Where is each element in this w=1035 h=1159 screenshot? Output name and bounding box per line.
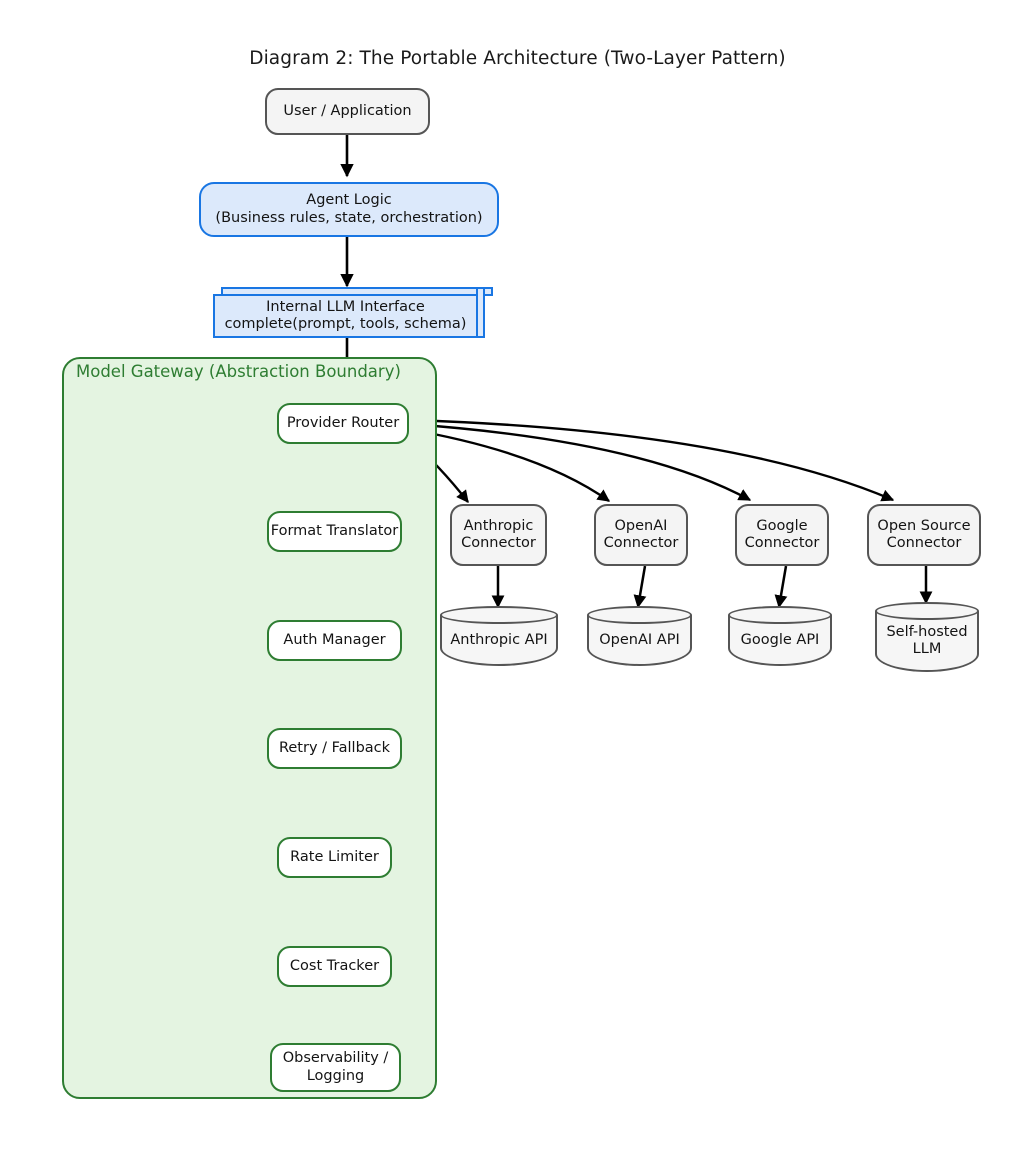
- cylinder-cap: [875, 602, 979, 620]
- node-self-hosted-llm[interactable]: Self-hosted LLM: [875, 602, 979, 672]
- cylinder-cap: [587, 606, 692, 624]
- group-model-gateway-label: Model Gateway (Abstraction Boundary): [76, 362, 401, 381]
- node-observability-logging[interactable]: Observability / Logging: [270, 1043, 401, 1092]
- cylinder-body: [875, 611, 979, 672]
- diagram-title: Diagram 2: The Portable Architecture (Tw…: [249, 48, 786, 69]
- edge-google-connector-to-api: [774, 565, 788, 609]
- node-openai-connector[interactable]: OpenAI Connector: [594, 504, 688, 566]
- node-cost-tracker[interactable]: Cost Tracker: [277, 946, 392, 987]
- edge-router-to-opensource: [407, 418, 895, 502]
- box3d-front-face: Internal LLM Interface complete(prompt, …: [213, 294, 478, 338]
- edge-openai-connector-to-api: [633, 565, 647, 609]
- node-agent-logic[interactable]: Agent Logic (Business rules, state, orch…: [199, 182, 499, 237]
- edge-router-to-google: [407, 422, 752, 502]
- node-retry-fallback[interactable]: Retry / Fallback: [267, 728, 402, 769]
- cylinder-cap: [440, 606, 558, 624]
- node-format-translator[interactable]: Format Translator: [267, 511, 402, 552]
- node-auth-manager[interactable]: Auth Manager: [267, 620, 402, 661]
- node-user-application[interactable]: User / Application: [265, 88, 430, 135]
- node-google-api[interactable]: Google API: [728, 606, 832, 666]
- node-google-connector[interactable]: Google Connector: [735, 504, 829, 566]
- node-internal-llm-interface[interactable]: Internal LLM Interface complete(prompt, …: [213, 287, 493, 338]
- edge-router-to-openai: [406, 427, 611, 502]
- node-provider-router[interactable]: Provider Router: [277, 403, 409, 444]
- cylinder-cap: [728, 606, 832, 624]
- node-anthropic-connector[interactable]: Anthropic Connector: [450, 504, 547, 566]
- node-label: Anthropic API: [450, 632, 548, 648]
- node-open-source-connector[interactable]: Open Source Connector: [867, 504, 981, 566]
- node-label: Google API: [740, 632, 820, 648]
- node-openai-api[interactable]: OpenAI API: [587, 606, 692, 666]
- node-label: Self-hosted LLM: [886, 624, 968, 658]
- node-rate-limiter[interactable]: Rate Limiter: [277, 837, 392, 878]
- node-label: OpenAI API: [599, 632, 680, 648]
- node-anthropic-api[interactable]: Anthropic API: [440, 606, 558, 666]
